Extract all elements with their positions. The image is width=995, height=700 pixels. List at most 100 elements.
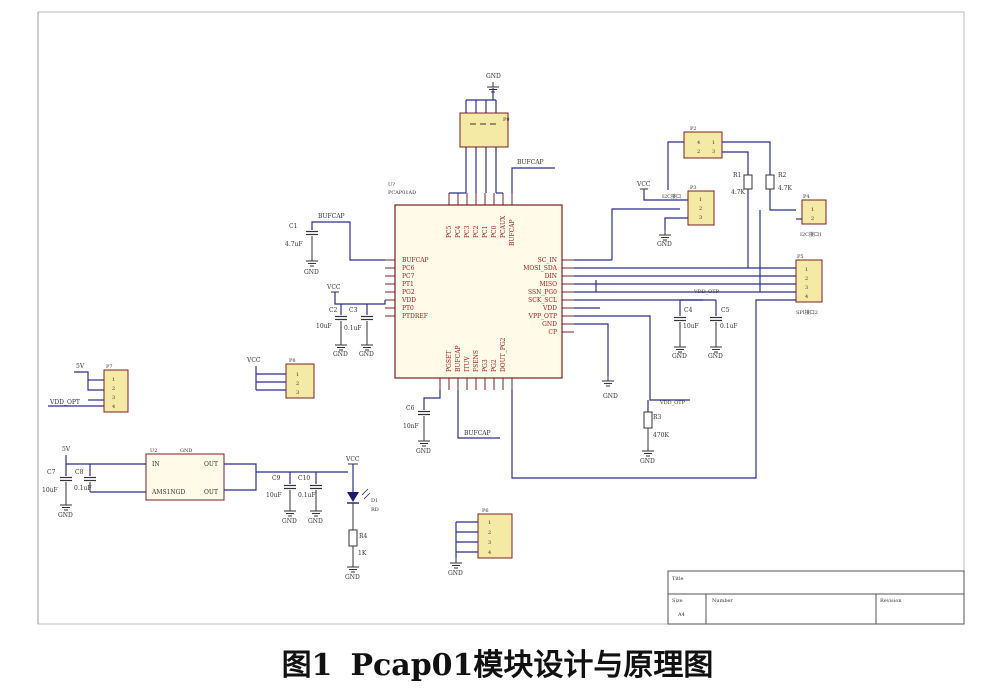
p4-ref: P4 [803,194,810,200]
u2-5v-label: 5V [62,446,71,453]
bufcap-net-top-label: BUFCAP [517,159,544,166]
u1-pin-ssn-pg0: SSN_PG0 [528,289,557,296]
c6-capacitor: C6 10nF GND BUFCAP [403,390,500,455]
vdd-opt-label: VDD_OPT [49,399,80,406]
u1-pin-bufcap-bottom: BUFCAP [455,345,462,372]
u1-pin-sc-in: SC_IN [538,257,557,264]
u1-pin-pg2: PG2 [402,289,415,296]
p5-connector: P5 1 2 3 4 SPI接口2 [795,254,823,316]
led-val: RD [371,507,379,513]
c3-ref: C3 [349,307,358,314]
c10-gnd-label: GND [308,518,323,525]
c3-gnd-label: GND [359,351,374,358]
c1-capacitor: BUFCAP C1 4.7uF GND [285,213,385,276]
r4-ref: R4 [359,533,368,540]
u1-pin-pt1: PT1 [402,281,414,288]
p8-connector: VCC P8 1 2 3 [246,357,315,399]
p3-gnd-label: GND [657,241,672,248]
u2-part: AMS1NGD [151,489,185,496]
u1-pin-mosi-sda: MOSI_SDA [523,265,557,272]
p7-pin3: 3 [112,395,115,401]
u1-pin-sck-scl: SCK_SCL [528,297,557,304]
c1-ref: C1 [289,223,297,230]
u2-pin-in: IN [152,461,160,468]
u2-pin-out1: OUT [204,461,218,468]
r1-val: 4.7K [731,189,746,196]
r4-val: 1K [358,550,367,557]
p2-pin3: 3 [712,149,715,155]
title-block-title: Title [672,576,684,582]
c5-ref: C5 [721,307,730,314]
p7-pin4: 4 [112,404,115,410]
p5-pin3: 3 [805,285,808,291]
r3-val: 470K [653,432,669,439]
vdd-otp-label: VDD_OTP [693,289,720,295]
c8-val: 0.1uF [74,485,92,492]
p6-gnd-label: GND [448,570,463,577]
c2-ref: C2 [329,307,338,314]
vcc-p8-label: VCC [246,357,261,364]
p6-pin1: 1 [488,520,491,526]
p6-pin4: 4 [488,550,491,556]
c5-gnd-label: GND [708,353,723,360]
schematic-svg: U? PCAP01AD BUFCAP PC6 PC7 PT1 PG2 VDD P… [37,11,965,625]
figure-number: 图1 [281,648,333,683]
bufcap-net-bottom-label: BUFCAP [464,430,491,437]
p2-pin1: 1 [712,140,715,146]
r3-gnd-label: GND [640,458,655,465]
u1-ref: U? [388,182,395,188]
u1-pin-pc7: PC7 [402,273,415,280]
bufcap-net-top [511,167,555,193]
p9-header: P9 GND [449,73,510,194]
c3-val: 0.1uF [344,325,362,332]
figure-caption: 图1 Pcap01模块设计与原理图 [0,632,995,692]
vcc-p3-label: VCC [636,181,651,188]
gnd-u1-pin [601,375,615,387]
u1-pin-pg2-bottom: PG2 [491,359,498,372]
c7-ref: C7 [47,469,56,476]
p3-ref: P3 [690,185,697,191]
u1-pin-pc0: PC0 [491,225,498,238]
c2-gnd-label: GND [333,351,348,358]
u1-pin-miso: MISO [539,281,557,288]
p3-connector: VCC P3 1 2 3 I2C接口 GND [636,181,715,248]
p5-ref: P5 [797,254,804,260]
c8-ref: C8 [75,469,84,476]
c5-val: 0.1uF [720,323,738,330]
u1-pin-gnd: GND [542,321,557,328]
figure-title: Pcap01模块设计与原理图 [350,648,714,683]
loop-wire [511,299,796,479]
r2-ref: R2 [778,172,787,179]
title-block: Title Size A4 Number Revision [667,570,965,625]
spi-bus-wires [574,208,796,401]
p8-pin2: 2 [296,381,299,387]
u1-pin-cp: CP [548,329,557,336]
p3-pin3: 3 [699,215,702,221]
p3-label: I2C接口 [662,193,681,200]
u2-pin-out2: OUT [204,489,218,496]
c9-ref: C9 [272,475,281,482]
c2-c3-decoupling: VCC C2 10uF C3 0.1uF GND GND [316,284,386,358]
u1-pcap01: U? PCAP01AD BUFCAP PC6 PC7 PT1 PG2 VDD P… [385,182,574,390]
r3-ref: R3 [653,414,662,421]
c9-val: 10uF [266,492,282,499]
p3-pin1: 1 [699,197,702,203]
c10-val: 0.1uF [298,492,316,499]
led-indicator: VCC D1 RD R4 1K GND [345,456,379,581]
u1-pin-ituv: ITUV [464,356,471,372]
u2-regulator: 5V C7 10uF C8 0.1uF GND U2 IN AMS1NGD OU… [42,446,348,519]
p7-pin2: 2 [112,386,115,392]
u1-pin-pc6: PC6 [402,265,415,272]
u2-pin-gnd: GND [180,448,192,454]
p4-label: I2C接口1 [800,231,822,238]
bufcap-net-c1-label: BUFCAP [318,213,345,220]
p4-pin2: 2 [811,216,814,222]
title-block-size: Size [672,598,683,604]
p6-connector: P6 1 2 3 4 GND [448,508,513,577]
p4-pin1: 1 [811,207,814,213]
r1-r2-pullups: R1 4.7K R2 4.7K [731,172,796,292]
c10-ref: C10 [298,475,310,482]
vcc-c2-label: VCC [326,284,341,291]
u1-pin-pt0: PT0 [402,305,414,312]
p7-ref: P7 [106,364,113,370]
